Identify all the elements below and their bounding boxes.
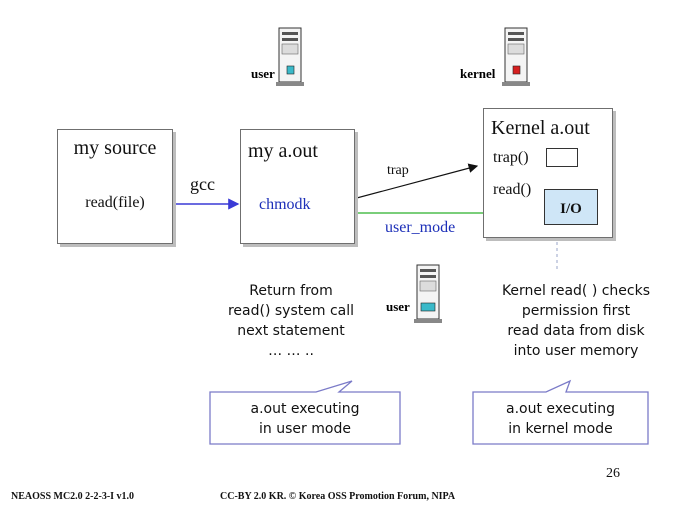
return-note-line: next statement [237, 323, 345, 339]
chmodk-code: chmodk [259, 196, 311, 213]
server-label-user: user [251, 66, 275, 81]
return-note: Return from read() system call next stat… [216, 281, 366, 361]
server-icon [414, 264, 442, 323]
trap-function: trap() [493, 149, 529, 166]
callout-kernel-line: a.out executing [506, 401, 615, 417]
kernel-aout-title: Kernel a.out [491, 117, 590, 139]
footer-left: NEAOSS MC2.0 2-2-3-I v1.0 [11, 491, 135, 502]
callout-user-line: a.out executing [250, 401, 360, 417]
kernel-note: Kernel read( ) checks permission first r… [486, 281, 666, 361]
my-source-box: my source read(file) [57, 129, 173, 244]
user-mode-label: user_mode [385, 219, 456, 236]
read-function: read() [493, 181, 532, 198]
io-label: I/O [560, 201, 582, 217]
callout-kernel-text: a.out executing in kernel mode [473, 399, 648, 439]
return-note-line: … … .. [268, 343, 314, 359]
kernel-note-line: into user memory [513, 343, 639, 359]
my-source-code: read(file) [85, 194, 145, 211]
callout-user-bubble [209, 380, 401, 445]
my-aout-title: my a.out [248, 140, 318, 162]
my-source-title: my source [73, 137, 157, 159]
footer-center: CC-BY 2.0 KR. © Korea OSS Promotion Foru… [220, 491, 456, 502]
callout-user-text: a.out executing in user mode [210, 399, 400, 439]
return-note-line: Return from [249, 283, 333, 299]
kernel-aout-box: Kernel a.out trap() read() I/O [483, 108, 613, 238]
kernel-note-line: Kernel read( ) checks [501, 283, 651, 299]
server-icon [502, 27, 530, 86]
callout-kernel-bubble [472, 379, 649, 445]
trap-label: trap [387, 163, 409, 178]
server-label-kernel: kernel [460, 66, 496, 81]
callout-user-line: in user mode [259, 421, 351, 437]
kernel-note-line: permission first [521, 303, 631, 319]
my-aout-box: my a.out chmodk [240, 129, 355, 244]
trap-slot-box [546, 148, 578, 167]
io-box: I/O [544, 189, 598, 225]
kernel-note-line: read data from disk [507, 323, 645, 339]
server-icon [276, 27, 304, 86]
return-note-line: read() system call [227, 303, 355, 319]
server-label-user-mid: user [386, 299, 410, 314]
page-number: 26 [606, 466, 620, 481]
gcc-label: gcc [190, 174, 215, 194]
callout-kernel-line: in kernel mode [508, 421, 613, 437]
